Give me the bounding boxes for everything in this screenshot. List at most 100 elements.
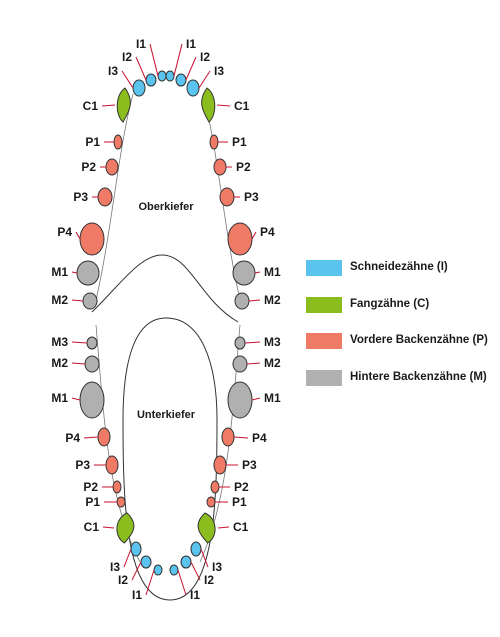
lower-right-c1-tooth <box>197 512 216 544</box>
upper-right-c1-label: C1 <box>234 99 250 113</box>
upper-left-i3-tooth <box>132 79 146 97</box>
lower-left-m2-tooth <box>84 355 100 373</box>
upper-right-i2-leader <box>185 56 197 81</box>
upper-right-m1-leader <box>254 271 261 274</box>
upper-left-m1-leader <box>71 271 78 274</box>
lower-right-m1-leader <box>251 397 261 401</box>
upper-arch-line <box>95 93 241 301</box>
upper-left-c1-tooth <box>116 87 131 123</box>
upper-right-p1-label: P1 <box>232 135 247 149</box>
lower-left-i1-tooth <box>153 564 163 576</box>
lower-left-i2-label: I2 <box>118 573 128 587</box>
upper-right-i1-tooth <box>165 70 175 82</box>
legend-swatch-premolar <box>306 333 342 349</box>
legend-swatch-molar <box>306 369 342 386</box>
upper-right-p1-tooth <box>209 134 219 150</box>
upper-right-p3-label: P3 <box>244 190 259 204</box>
lower-left-i1-leader <box>145 569 155 596</box>
lower-left-m1-tooth <box>79 381 105 419</box>
lower-right-m1-tooth <box>227 381 253 419</box>
upper-left-p4-label: P4 <box>57 225 72 239</box>
upper-left-p4-tooth <box>79 222 105 256</box>
lower-left-i3-leader <box>123 548 132 568</box>
upper-right-p4-leader <box>251 231 257 240</box>
lower-right-p4-leader <box>233 436 249 439</box>
upper-left-p1-tooth <box>113 134 123 150</box>
lower-right-i2-label: I2 <box>204 573 214 587</box>
lower-left-m1-label: M1 <box>51 391 68 405</box>
legend-label-molar: Hintere Backenzähne (M) <box>350 370 487 383</box>
lower-left-p3-label: P3 <box>75 458 90 472</box>
upper-right-m1-label: M1 <box>264 265 281 279</box>
lower-right-p4-tooth <box>221 427 235 447</box>
lower-right-i1-tooth <box>169 564 179 576</box>
lower-right-p3-label: P3 <box>242 458 257 472</box>
lower-right-i3-tooth <box>190 541 202 557</box>
upper-right-i3-tooth <box>186 79 200 97</box>
upper-jaw-label: Oberkiefer <box>138 201 194 213</box>
upper-right-p2-tooth <box>213 158 227 176</box>
lower-right-p2-label: P2 <box>234 480 249 494</box>
lower-left-m1-leader <box>71 397 81 401</box>
lower-left-p4-label: P4 <box>65 431 80 445</box>
upper-left-i1-leader <box>149 43 159 77</box>
lower-left-i2-tooth <box>140 555 152 569</box>
legend-label-canine: Fangzähne (C) <box>350 297 430 310</box>
legend-item-canine: Fangzähne (C) <box>306 295 496 320</box>
lower-right-m3-label: M3 <box>264 335 281 349</box>
upper-right-p4-tooth <box>227 222 253 256</box>
legend-label-incisor: Schneidezähne (I) <box>350 261 448 273</box>
upper-left-c1-leader <box>101 104 116 107</box>
upper-left-m2-tooth <box>82 292 98 310</box>
upper-right-m1-tooth <box>232 260 256 286</box>
upper-right-p4-label: P4 <box>260 225 275 239</box>
lower-left-m2-leader <box>71 362 86 365</box>
upper-right-p2-label: P2 <box>236 160 251 174</box>
lower-right-p1-label: P1 <box>232 495 247 509</box>
lower-right-p3-tooth <box>213 455 227 475</box>
lower-right-m2-leader <box>246 362 261 365</box>
upper-left-i1-tooth <box>157 70 167 82</box>
lower-left-c1-label: C1 <box>84 520 100 534</box>
upper-left-p3-label: P3 <box>73 190 88 204</box>
upper-jaw-outline <box>91 254 239 323</box>
upper-left-i1-label: I1 <box>136 37 146 51</box>
lower-right-i2-tooth <box>180 555 192 569</box>
upper-left-p2-label: P2 <box>81 160 96 174</box>
lower-right-i3-leader <box>200 548 209 568</box>
lower-left-m3-tooth <box>86 336 98 350</box>
lower-right-i3-label: I3 <box>212 560 222 574</box>
upper-left-i3-label: I3 <box>108 64 118 78</box>
lower-left-c1-leader <box>102 526 115 529</box>
upper-right-p3-tooth <box>219 187 235 207</box>
upper-left-m1-label: M1 <box>51 265 68 279</box>
lower-left-p1-tooth <box>116 496 126 508</box>
upper-right-i1-leader <box>173 43 183 77</box>
lower-left-i2-leader <box>131 561 142 581</box>
upper-right-i2-tooth <box>175 73 187 87</box>
upper-left-i3-leader <box>121 70 134 89</box>
lower-right-m2-label: M2 <box>264 356 281 370</box>
lower-right-c1-label: C1 <box>233 520 249 534</box>
upper-left-i2-label: I2 <box>122 50 132 64</box>
upper-left-p1-label: P1 <box>85 135 100 149</box>
lower-left-p4-leader <box>83 436 99 439</box>
legend-item-premolar: Vordere Backenzähne (P) <box>306 331 496 356</box>
upper-right-i2-label: I2 <box>200 50 210 64</box>
lower-left-m2-label: M2 <box>51 356 68 370</box>
upper-left-p2-tooth <box>105 158 119 176</box>
lower-right-c1-leader <box>217 526 230 529</box>
lower-right-m3-leader <box>244 341 261 344</box>
lower-left-p4-tooth <box>97 427 111 447</box>
legend-label-premolar: Vordere Backenzähne (P) <box>350 334 488 346</box>
upper-left-m2-leader <box>71 299 84 302</box>
legend-item-molar: Hintere Backenzähne (M) <box>306 368 496 393</box>
lower-left-p1-label: P1 <box>85 495 100 509</box>
upper-right-i1-label: I1 <box>186 37 196 51</box>
legend-item-incisor: Schneidezähne (I) <box>306 258 496 283</box>
upper-right-c1-tooth <box>201 87 216 123</box>
lower-left-c1-tooth <box>116 512 135 544</box>
upper-right-m2-label: M2 <box>264 293 281 307</box>
lower-right-i1-label: I1 <box>190 588 200 602</box>
